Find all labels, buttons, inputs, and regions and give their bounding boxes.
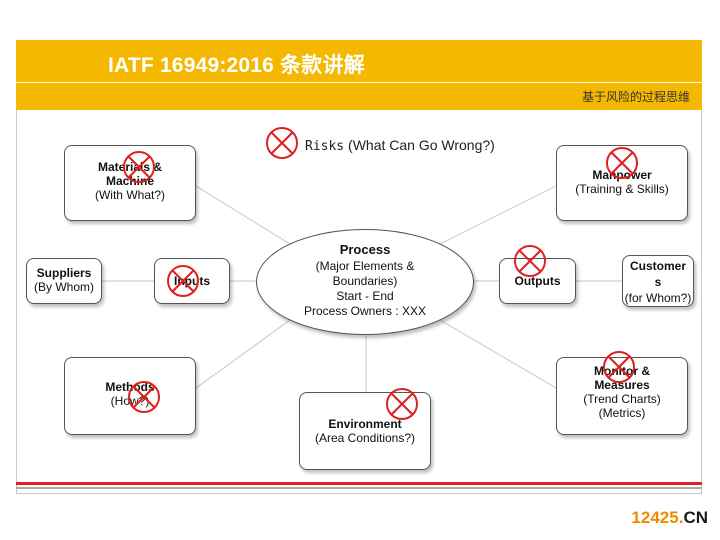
customers-line3: (for Whom?) bbox=[624, 291, 692, 305]
customers-line1: Customer bbox=[629, 259, 686, 273]
crossed-circle-icon bbox=[606, 147, 638, 179]
crossed-circle-icon bbox=[514, 245, 546, 277]
crossed-circle-icon bbox=[386, 388, 418, 420]
manpower-line2: (Training & Skills) bbox=[575, 182, 669, 196]
header-divider bbox=[16, 82, 702, 83]
process-line3: Start - End bbox=[336, 289, 394, 303]
process-ellipse: Process (Major Elements & Boundaries) St… bbox=[256, 229, 474, 335]
slide-title: IATF 16949:2016 条款讲解 bbox=[108, 54, 365, 77]
suppliers-box: Suppliers (By Whom) bbox=[26, 258, 102, 304]
crossed-circle-icon bbox=[128, 381, 160, 413]
materials-line1: Materials & bbox=[97, 160, 163, 174]
suppliers-line2: (By Whom) bbox=[34, 280, 94, 294]
methods-line1: Methods bbox=[105, 380, 155, 394]
crossed-circle-icon bbox=[167, 265, 199, 297]
customers-box: Customer s (for Whom?) bbox=[622, 255, 694, 307]
watermark-number: 12425 bbox=[631, 508, 679, 527]
connector-methods bbox=[195, 319, 291, 389]
risks-label-prefix: Risks bbox=[305, 139, 345, 154]
risks-label-rest: (What Can Go Wrong?) bbox=[344, 137, 495, 153]
risks-legend: Risks (What Can Go Wrong?) bbox=[305, 137, 495, 154]
monitor-line3: (Trend Charts) bbox=[583, 392, 661, 406]
process-line4: Process Owners : XXX bbox=[303, 304, 427, 318]
crossed-circle-icon bbox=[266, 127, 298, 159]
customers-line2: s bbox=[654, 275, 662, 289]
environment-line1: Environment bbox=[328, 417, 402, 431]
environment-box: Environment (Area Conditions?) bbox=[299, 392, 431, 470]
outputs-line1: Outputs bbox=[514, 274, 561, 288]
process-title: Process bbox=[339, 242, 391, 257]
crossed-circle-icon bbox=[123, 151, 155, 183]
monitor-line2: Measures bbox=[594, 378, 650, 392]
environment-line2: (Area Conditions?) bbox=[314, 431, 416, 445]
connector-monitor bbox=[439, 319, 557, 389]
outputs-box: Outputs bbox=[499, 258, 576, 304]
crossed-circle-icon bbox=[603, 351, 635, 383]
process-line2: Boundaries) bbox=[332, 274, 398, 288]
connector-manpower bbox=[439, 185, 557, 245]
watermark-dot: . bbox=[678, 508, 684, 527]
connector-materials bbox=[195, 185, 291, 245]
site-watermark: 12425.CN bbox=[631, 508, 708, 528]
inputs-box: Inputs bbox=[154, 258, 230, 304]
materials-line3: (With What?) bbox=[94, 188, 165, 202]
footer-grey-rule bbox=[16, 487, 702, 489]
suppliers-line1: Suppliers bbox=[36, 266, 92, 280]
materials-line2: Machine bbox=[105, 174, 154, 188]
process-line1: (Major Elements & bbox=[315, 259, 415, 273]
monitor-line4: (Metrics) bbox=[598, 406, 646, 420]
slide-header bbox=[16, 40, 702, 110]
footer-red-rule bbox=[16, 482, 702, 485]
inputs-line1: Inputs bbox=[174, 274, 210, 288]
slide-subtitle: 基于风险的过程思维 bbox=[581, 90, 690, 104]
manpower-line1: Manpower bbox=[592, 168, 652, 182]
watermark-domain: CN bbox=[683, 508, 708, 527]
manpower-box: Manpower (Training & Skills) bbox=[556, 145, 688, 221]
